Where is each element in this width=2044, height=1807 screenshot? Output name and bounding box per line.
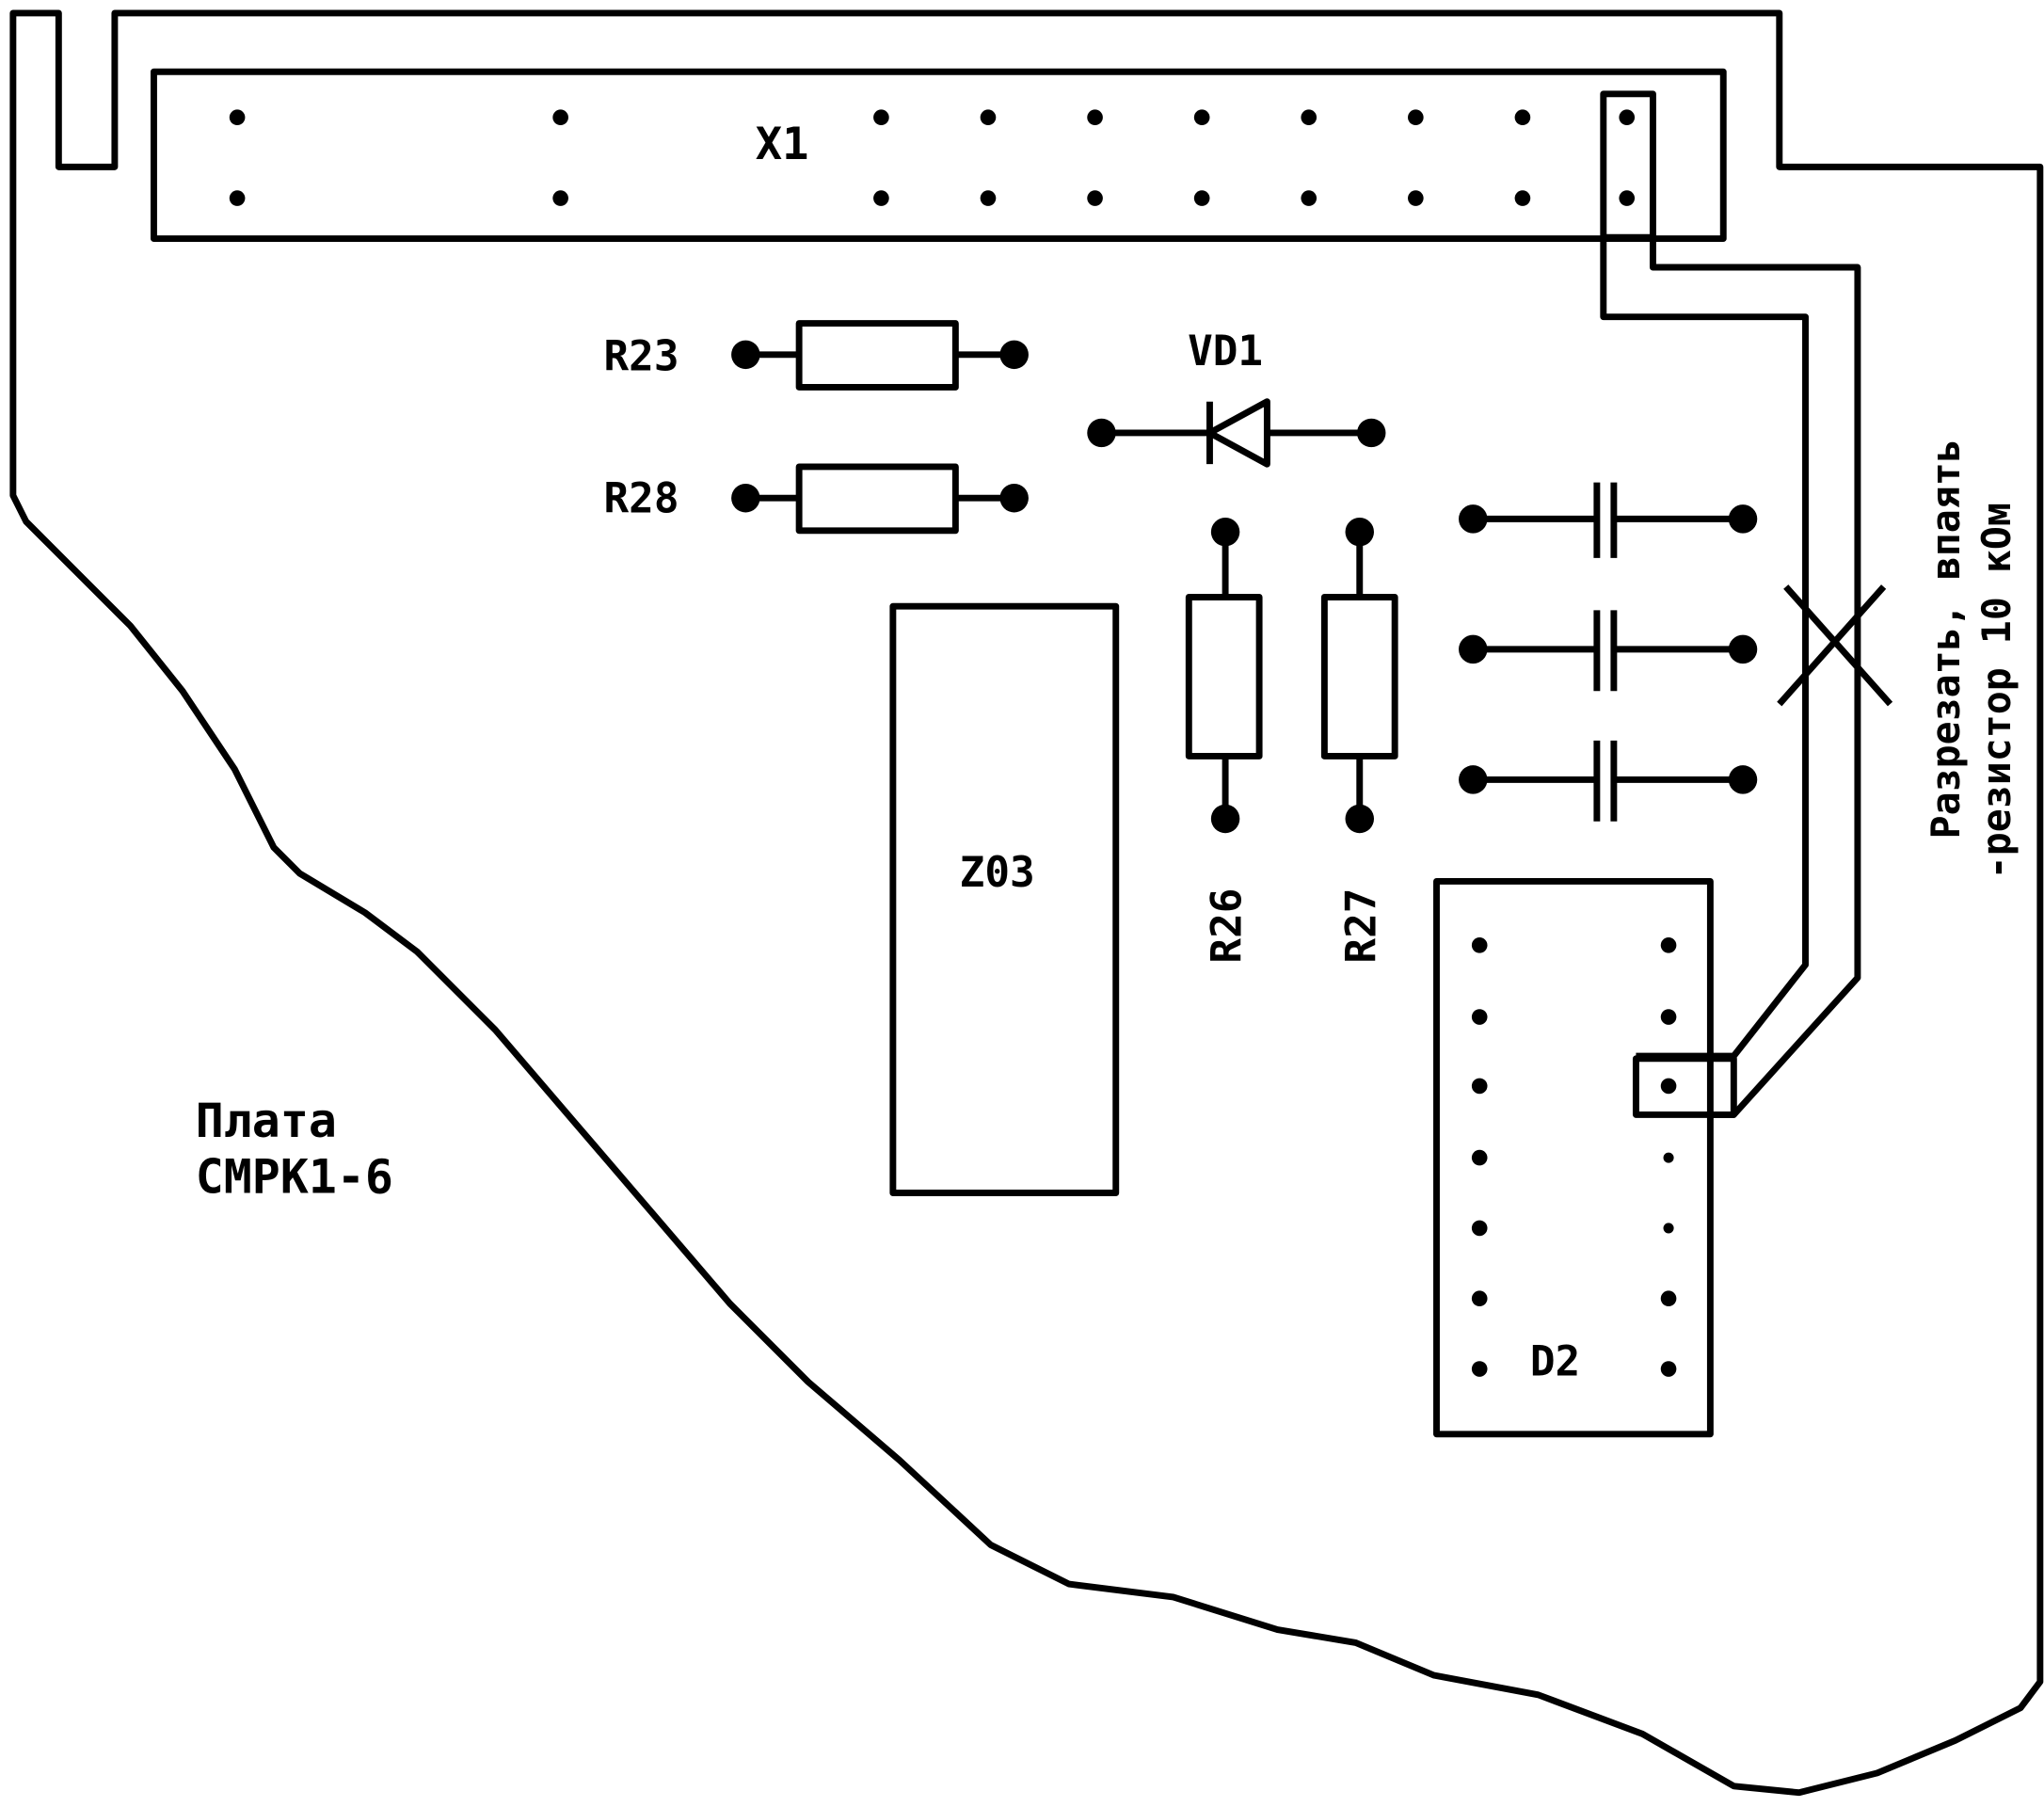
cut-mark-x [1777,584,1893,707]
resistor-r26 [1185,517,1263,834]
label-x1: X1 [756,119,809,170]
trace-pad [1632,1055,1737,1118]
x1-pins [229,109,1636,206]
note-line1: Разрезать, впаять [1923,439,1969,839]
note-line2: -резистор 10 кОм [1973,503,2020,879]
resistor-r28 [731,463,1029,535]
label-vd1: VD1 [1188,328,1263,376]
capacitor [1459,740,1758,822]
label-r23: R23 [603,332,679,380]
diode-vd1 [1087,398,1386,468]
resistor-r23 [731,320,1029,391]
label-r27: R27 [1337,888,1385,964]
board-title-line1: Плата [196,1094,337,1148]
connector-x1 [150,68,1727,243]
label-r28: R28 [603,474,679,522]
capacitor [1459,482,1758,558]
trace-inner [1649,237,1861,1118]
component-z03 [889,602,1120,1196]
d2-pins [1471,937,1677,1377]
resistor-r27 [1320,517,1398,834]
label-r26: R26 [1204,888,1252,964]
label-d2: D2 [1530,1337,1580,1385]
chip-d2 [1433,877,1714,1438]
x1-pin-pad [1600,90,1656,241]
board-outline [9,9,2044,1797]
board-title-line2: СМРК1-6 [196,1150,393,1205]
label-z03: Z03 [960,849,1035,897]
capacitor [1459,610,1758,692]
